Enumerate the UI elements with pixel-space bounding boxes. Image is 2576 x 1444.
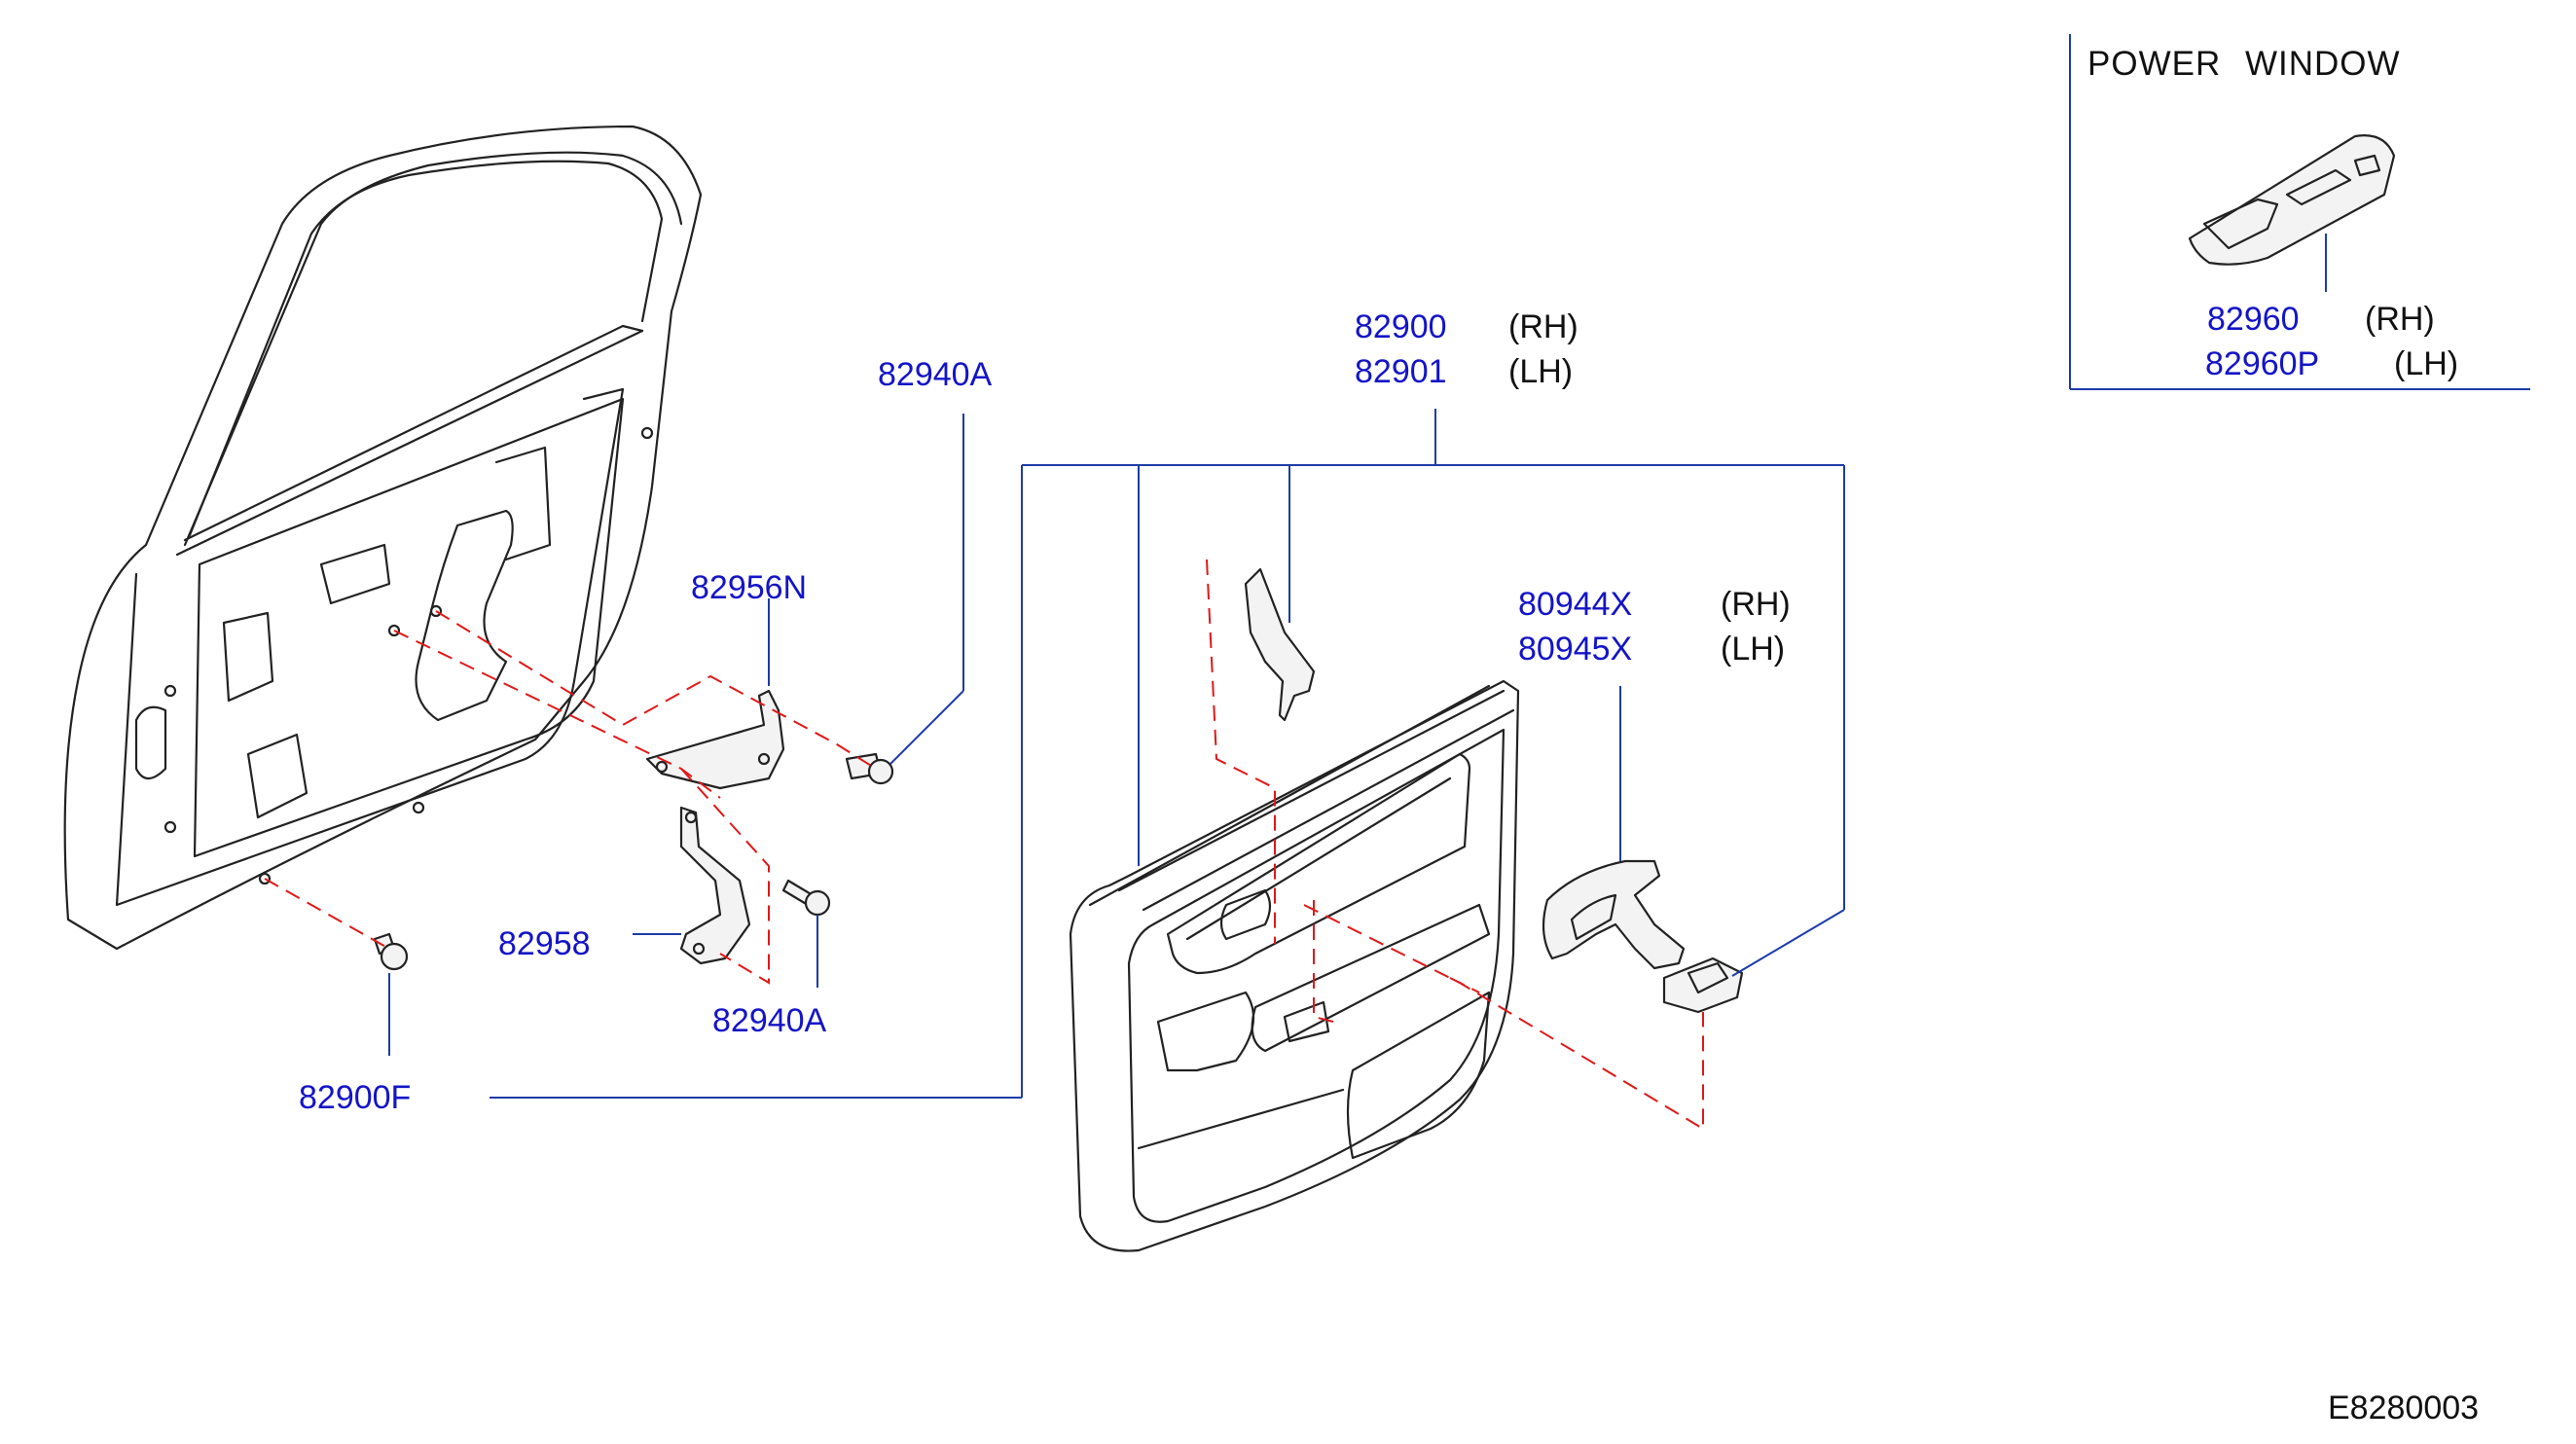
bracket-lower-shape xyxy=(679,806,751,965)
part-number-82940a-bottom[interactable]: 82940A xyxy=(712,1002,827,1039)
inset-frame xyxy=(2069,34,2530,390)
part-number-82900f[interactable]: 82900F xyxy=(299,1079,412,1116)
part-number-82958[interactable]: 82958 xyxy=(498,925,591,962)
switch-bezel-shape xyxy=(1662,957,1744,1014)
part-number-80944x[interactable]: 80944X xyxy=(1518,586,1633,623)
leader-lines xyxy=(388,234,2327,1099)
screw-top-shape xyxy=(845,752,894,785)
installation-lines xyxy=(264,559,1704,1131)
side-lh-80945x: (LH) xyxy=(1721,631,1786,668)
part-number-82900[interactable]: 82900 xyxy=(1355,308,1447,345)
power-window-switch-shape xyxy=(2188,134,2396,266)
screw-bottom-shape xyxy=(781,879,831,917)
side-rh-80944x: (RH) xyxy=(1721,586,1791,623)
side-rh-82960: (RH) xyxy=(2365,301,2435,338)
clip-shape xyxy=(373,932,409,971)
part-number-82901[interactable]: 82901 xyxy=(1355,353,1447,390)
side-lh-82901: (LH) xyxy=(1508,353,1574,390)
part-number-82940a-top[interactable]: 82940A xyxy=(878,356,993,393)
inset-title: POWER WINDOW xyxy=(2087,45,2401,83)
part-number-82960[interactable]: 82960 xyxy=(2207,301,2300,338)
part-number-82960p[interactable]: 82960P xyxy=(2205,345,2320,382)
part-number-82956n[interactable]: 82956N xyxy=(691,569,808,606)
door-finisher-shape xyxy=(1069,679,1520,1252)
diagram-code: E8280003 xyxy=(2328,1390,2480,1426)
pull-handle-shape xyxy=(1542,859,1686,970)
side-lh-82960p: (LH) xyxy=(2394,345,2459,382)
side-rh-82900: (RH) xyxy=(1508,308,1578,345)
assist-grip-shape xyxy=(1244,567,1316,722)
door-shell xyxy=(63,125,703,951)
part-number-80945x[interactable]: 80945X xyxy=(1518,631,1633,668)
